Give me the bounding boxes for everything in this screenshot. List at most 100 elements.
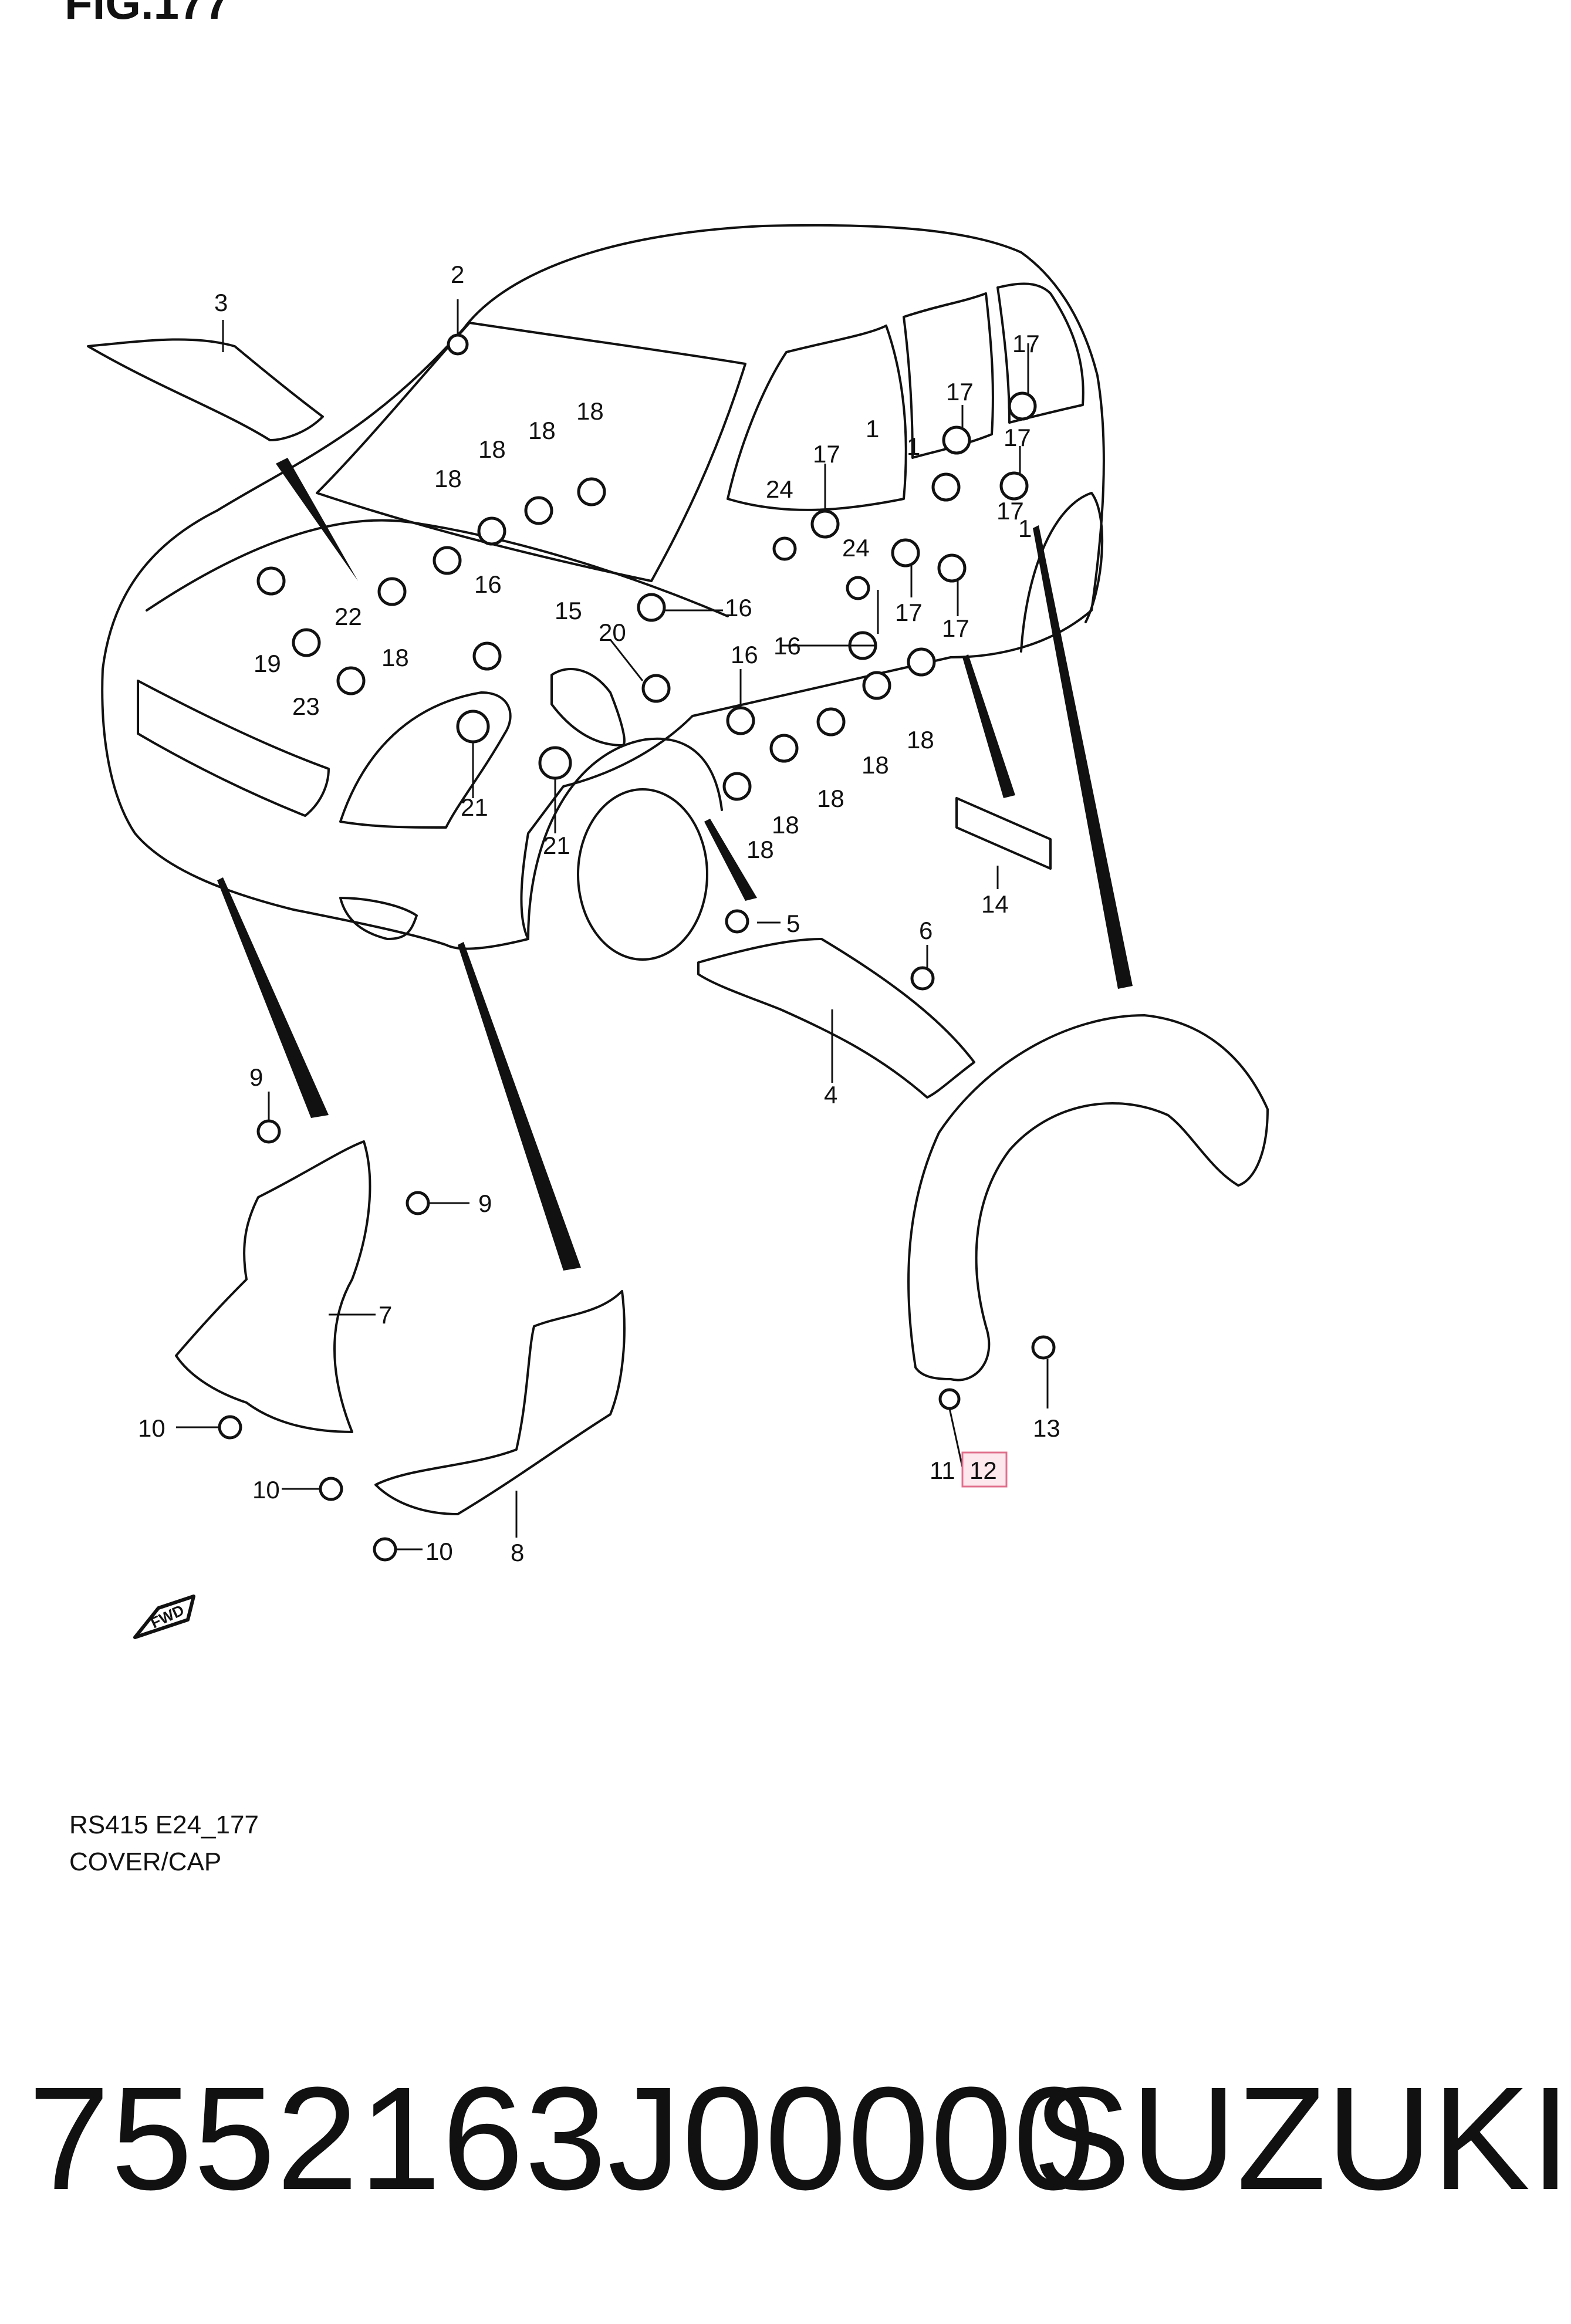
label-part-18c: 18: [528, 417, 556, 444]
label-part-23: 23: [292, 693, 320, 720]
clip-21a: [456, 710, 490, 744]
label-part-17g: 17: [942, 614, 969, 642]
car-body-outline: [101, 224, 1105, 950]
clip-17e: [810, 509, 840, 539]
clip-22: [336, 666, 366, 695]
pointer-5: [704, 819, 757, 901]
rear-wheel-arch: [1020, 492, 1104, 653]
label-part-10b: 10: [252, 1476, 280, 1504]
label-part-16a: 16: [474, 570, 502, 598]
clip-18j: [722, 772, 752, 801]
label-part-10a: 10: [138, 1414, 165, 1442]
label-part-18a: 18: [434, 465, 462, 492]
label-part-6: 6: [919, 917, 933, 944]
clip-18g: [862, 671, 891, 700]
figure-title: FIG.177: [65, 0, 230, 29]
quarter-window: [996, 282, 1085, 424]
clip-21b: [538, 746, 572, 780]
fender-liner: [907, 1014, 1269, 1381]
label-part-18h: 18: [817, 785, 844, 812]
label-part-17c: 17: [1004, 424, 1031, 451]
caption-code: RS415 E24_177: [69, 1810, 259, 1839]
fog-lamp: [339, 897, 418, 940]
pointer-12: [1033, 525, 1133, 989]
pointer-7: [217, 877, 329, 1118]
label-part-10c: 10: [425, 1538, 453, 1565]
pointer-14: [962, 654, 1015, 798]
engine-undercover: [175, 1140, 371, 1433]
part-3-panel: [87, 338, 324, 441]
splash-guard: [697, 938, 975, 1099]
clip-24b: [846, 576, 870, 600]
clip-18f: [907, 647, 936, 677]
side-undercover: [374, 1290, 626, 1515]
clip-18h: [816, 707, 846, 737]
pointer-3: [276, 458, 358, 581]
label-part-24a: 24: [766, 475, 793, 503]
label-part-18d: 18: [576, 397, 604, 425]
label-part-18b: 18: [478, 435, 506, 463]
bolt-10a: [218, 1415, 242, 1440]
clip-16b: [637, 593, 666, 622]
clip-18c: [524, 496, 553, 525]
part-number: 7552163J00000: [28, 2056, 1096, 2220]
parts-diagram: 1 1 1 2 3 4 5 6 7 8 9 9 10 10 10 11 12 1…: [87, 224, 1269, 1639]
label-part-9b: 9: [478, 1190, 492, 1217]
clip-18d: [577, 477, 606, 506]
clip-18i: [769, 734, 799, 763]
label-part-21a: 21: [461, 793, 488, 821]
clip-18a: [433, 546, 462, 575]
front-wheel: [577, 788, 708, 961]
clip-13: [1031, 1335, 1056, 1360]
footer-band: [0, 1937, 1496, 2324]
headlight: [339, 691, 512, 829]
label-part-20: 20: [599, 619, 626, 646]
label-part-9a: 9: [249, 1063, 263, 1091]
label-part-2: 2: [451, 261, 464, 288]
label-part-17e: 17: [813, 440, 840, 468]
grille: [137, 680, 330, 817]
caption-name: COVER/CAP: [69, 1847, 222, 1876]
label-part-14: 14: [981, 890, 1009, 918]
label-part-17a: 17: [1012, 330, 1040, 357]
label-part-18g: 18: [861, 751, 889, 779]
bolt-9b: [406, 1191, 430, 1215]
highlighted-part-box: [961, 1451, 1008, 1488]
clip-17g: [937, 553, 967, 583]
clip-17a: [1008, 391, 1037, 421]
label-part-24b: 24: [842, 534, 870, 562]
hood-line: [146, 519, 729, 617]
label-part-5: 5: [786, 910, 800, 937]
part-15-bracket: [550, 668, 626, 746]
clip-23: [292, 628, 321, 657]
clip-18e: [377, 577, 407, 606]
brand-name: SUZUKI: [1033, 2056, 1571, 2220]
label-part-17f: 17: [895, 599, 923, 626]
clip-17c: [999, 471, 1029, 501]
label-part-8: 8: [511, 1539, 524, 1566]
label-part-16b: 16: [725, 594, 752, 621]
rear-door-window: [903, 292, 994, 459]
label-part-18f: 18: [907, 726, 934, 754]
clip-2: [447, 333, 469, 356]
label-part-13: 13: [1033, 1414, 1060, 1442]
bolt-10c: [373, 1537, 397, 1562]
clip-20: [641, 674, 671, 703]
bolt-9a: [256, 1119, 281, 1144]
plate-part-14: [955, 797, 1052, 870]
label-part-11: 11: [930, 1457, 955, 1484]
clip-11: [938, 1388, 961, 1410]
front-door-window: [727, 325, 907, 511]
label-part-1a: 1: [866, 415, 879, 442]
clip-18b: [477, 516, 506, 546]
clip-17b: [942, 425, 971, 455]
front-wheel-arch: [527, 737, 723, 940]
clip-24a: [772, 536, 797, 561]
label-part-18j: 18: [746, 836, 774, 863]
label-part-1c: 1: [1018, 515, 1032, 542]
label-part-19: 19: [254, 650, 281, 677]
label-part-3: 3: [214, 289, 228, 316]
label-part-18i: 18: [772, 811, 799, 839]
label-part-22: 22: [335, 603, 362, 630]
label-part-15: 15: [555, 597, 582, 624]
